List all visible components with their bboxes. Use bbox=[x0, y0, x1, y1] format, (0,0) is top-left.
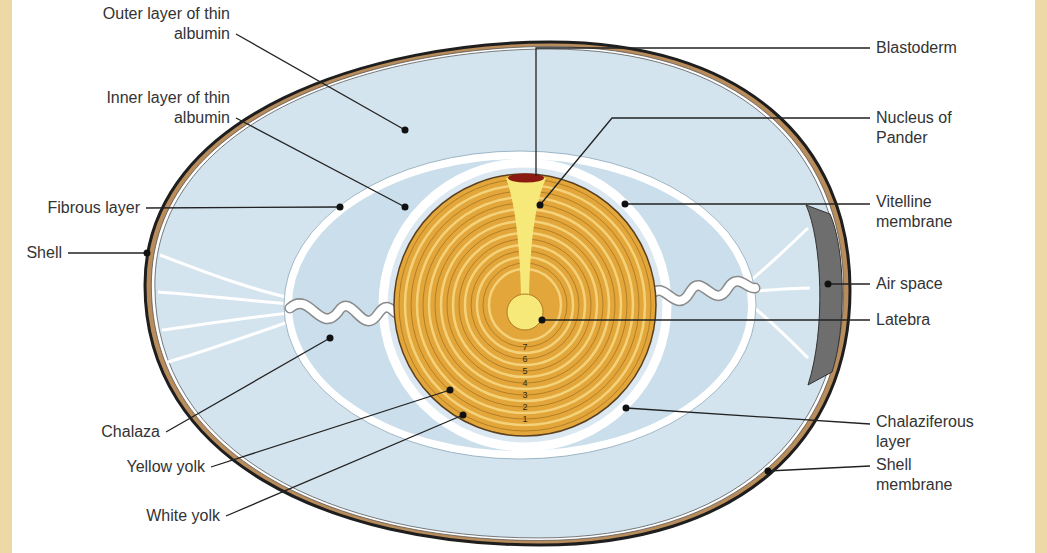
callout-number: 6 bbox=[518, 354, 532, 365]
part-label: Yellow yolk bbox=[0, 457, 205, 477]
callout-number: 2 bbox=[518, 402, 532, 413]
part-label: Shell membrane bbox=[876, 455, 966, 495]
part-label: Fibrous layer bbox=[0, 198, 140, 218]
callout-number: 4 bbox=[518, 378, 532, 389]
part-label: Inner layer of thin albumin bbox=[60, 88, 230, 128]
part-label: Nucleus of Pander bbox=[876, 108, 986, 148]
part-label: Blastoderm bbox=[876, 38, 1036, 58]
callout-number: 5 bbox=[518, 366, 532, 377]
part-label: Vitelline membrane bbox=[876, 192, 976, 232]
callout-number: 3 bbox=[518, 390, 532, 401]
part-label: Air space bbox=[876, 274, 1036, 294]
part-label: Outer layer of thin albumin bbox=[60, 4, 230, 44]
part-label: White yolk bbox=[0, 506, 220, 526]
part-label: Shell bbox=[0, 243, 62, 263]
callout-number: 1 bbox=[518, 414, 532, 425]
callout-number: 7 bbox=[518, 342, 532, 353]
part-label: Latebra bbox=[876, 310, 1036, 330]
part-label: Chalaziferous layer bbox=[876, 412, 996, 452]
part-label: Chalaza bbox=[0, 422, 160, 442]
